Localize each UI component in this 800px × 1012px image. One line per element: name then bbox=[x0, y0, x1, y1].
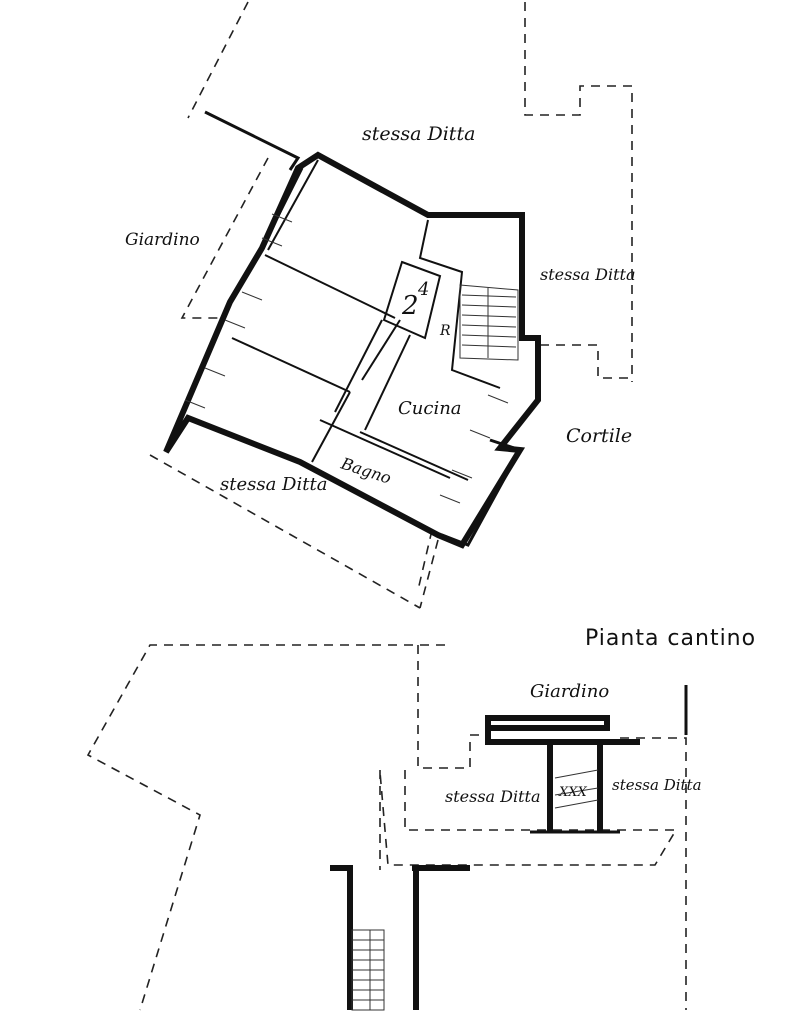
partition-1 bbox=[264, 254, 396, 319]
label-bagno: Bagno bbox=[338, 453, 394, 487]
cellar-boundary-lower bbox=[379, 770, 678, 866]
cellar-boundary-inner bbox=[417, 645, 488, 769]
cellar-label-giardino: Giardino bbox=[530, 681, 609, 702]
partition-stair-room bbox=[382, 260, 442, 340]
storage-hatch bbox=[554, 769, 599, 809]
cellar-boundary-outer bbox=[86, 644, 445, 1011]
boundary-top-left bbox=[187, 1, 249, 119]
partition-bath bbox=[319, 419, 451, 479]
label-cucina: Cucina bbox=[398, 398, 462, 419]
staircase-upper bbox=[459, 284, 519, 361]
upper-floor-plan: stessa Ditta Giardino stessa Ditta 2 4 R… bbox=[125, 1, 636, 609]
label-giardino: Giardino bbox=[125, 230, 200, 250]
balcony-right bbox=[441, 438, 523, 547]
label-stairs-number: 2 bbox=[401, 291, 419, 321]
partition-2 bbox=[231, 337, 351, 393]
partition-4 bbox=[361, 319, 401, 381]
partition-5 bbox=[311, 391, 351, 463]
apartment-outer-wall bbox=[163, 151, 541, 549]
boundary-top-right bbox=[524, 2, 633, 382]
label-cortile: Cortile bbox=[566, 425, 632, 447]
balcony-top-left bbox=[204, 110, 301, 171]
label-stessa-ditta-bottom: stessa Ditta bbox=[220, 474, 327, 495]
cellar-label-stessa-ditta-right: stessa Ditta bbox=[612, 776, 702, 794]
boundary-bottom bbox=[149, 454, 421, 609]
partition-kitchen bbox=[359, 431, 469, 481]
cellar-plan: Pianta cantino Giardino stessa Ditta ste… bbox=[86, 626, 756, 1011]
cellar-plan-title: Pianta cantino bbox=[585, 626, 756, 651]
partition-3 bbox=[267, 159, 319, 251]
partition-7 bbox=[364, 334, 411, 431]
balcony-left bbox=[260, 167, 304, 249]
label-stessa-ditta-right: stessa Ditta bbox=[540, 265, 636, 284]
label-stairs-number-alt: 4 bbox=[417, 279, 429, 300]
cellar-storage-mark: XXX bbox=[558, 785, 588, 800]
cellar-wall-stair-right bbox=[412, 865, 470, 1010]
boundary-left-garden bbox=[180, 157, 269, 319]
staircase-cellar bbox=[351, 929, 385, 1011]
partition-hall bbox=[418, 219, 501, 389]
boundary-bottom-right bbox=[419, 539, 439, 609]
boundary-bottom-short bbox=[417, 529, 433, 591]
cellar-label-stessa-ditta-left: stessa Ditta bbox=[445, 787, 541, 806]
cellar-wall-top bbox=[485, 715, 610, 745]
cellar-boundary-right bbox=[620, 737, 687, 1010]
label-stessa-ditta-top: stessa Ditta bbox=[362, 123, 475, 145]
window-marks bbox=[184, 213, 509, 504]
cellar-wall-stair-left bbox=[330, 865, 353, 1010]
partition-6 bbox=[334, 319, 383, 413]
label-stair-mark: R bbox=[439, 323, 451, 339]
boundary-right-courtyard bbox=[540, 344, 632, 379]
